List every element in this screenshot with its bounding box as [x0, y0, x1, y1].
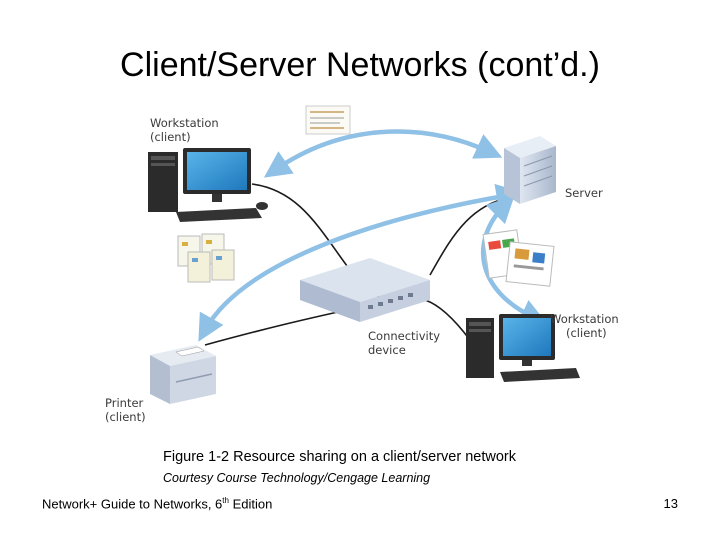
server-icon: [504, 136, 556, 204]
printer-label-line1: Printer: [105, 396, 144, 410]
sharing-arrows: [198, 129, 548, 342]
document-icon-top: [305, 105, 351, 135]
arrow-workstation-server: [263, 129, 503, 178]
arrow-server-printer: [198, 183, 524, 342]
workstation-top-icon: [148, 148, 268, 222]
slide-title: Client/Server Networks (cont’d.): [120, 46, 600, 84]
server-label-text: Server: [565, 186, 603, 200]
workstation-top-label: Workstation (client): [150, 116, 219, 144]
connectivity-label-line2: device: [368, 343, 406, 357]
printer-label: Printer (client): [105, 396, 146, 424]
workstation-top-label-line1: Workstation: [150, 116, 219, 130]
connectivity-device-icon: [300, 258, 430, 322]
workstation-bottom-label-line1: Workstation: [550, 312, 619, 326]
figure-caption: Figure 1-2 Resource sharing on a client/…: [163, 449, 516, 465]
connectivity-label-line1: Connectivity: [368, 329, 441, 343]
workstation-bottom-label: Workstation (client): [550, 312, 619, 340]
workstation-bottom-icon: [466, 314, 580, 382]
document-icon-left: [177, 233, 235, 283]
page-number: 13: [663, 496, 678, 511]
workstation-top-label-line2: (client): [150, 130, 191, 144]
server-label: Server: [565, 186, 603, 200]
printer-label-line2: (client): [105, 410, 146, 424]
footer-book-title: Network+ Guide to Networks, 6th Edition: [42, 496, 272, 511]
arrow-server-workstation: [480, 195, 548, 325]
footer-book-prefix: Network+ Guide to Networks, 6: [42, 496, 223, 512]
workstation-bottom-label-line2: (client): [566, 326, 607, 340]
document-icon-right: [482, 229, 555, 287]
printer-icon: [150, 345, 216, 404]
connectivity-label: Connectivity device: [368, 329, 440, 357]
footer-book-suffix: Edition: [228, 496, 273, 512]
footer-book-sup: th: [222, 496, 229, 505]
figure-credit: Courtesy Course Technology/Cengage Learn…: [163, 471, 431, 485]
